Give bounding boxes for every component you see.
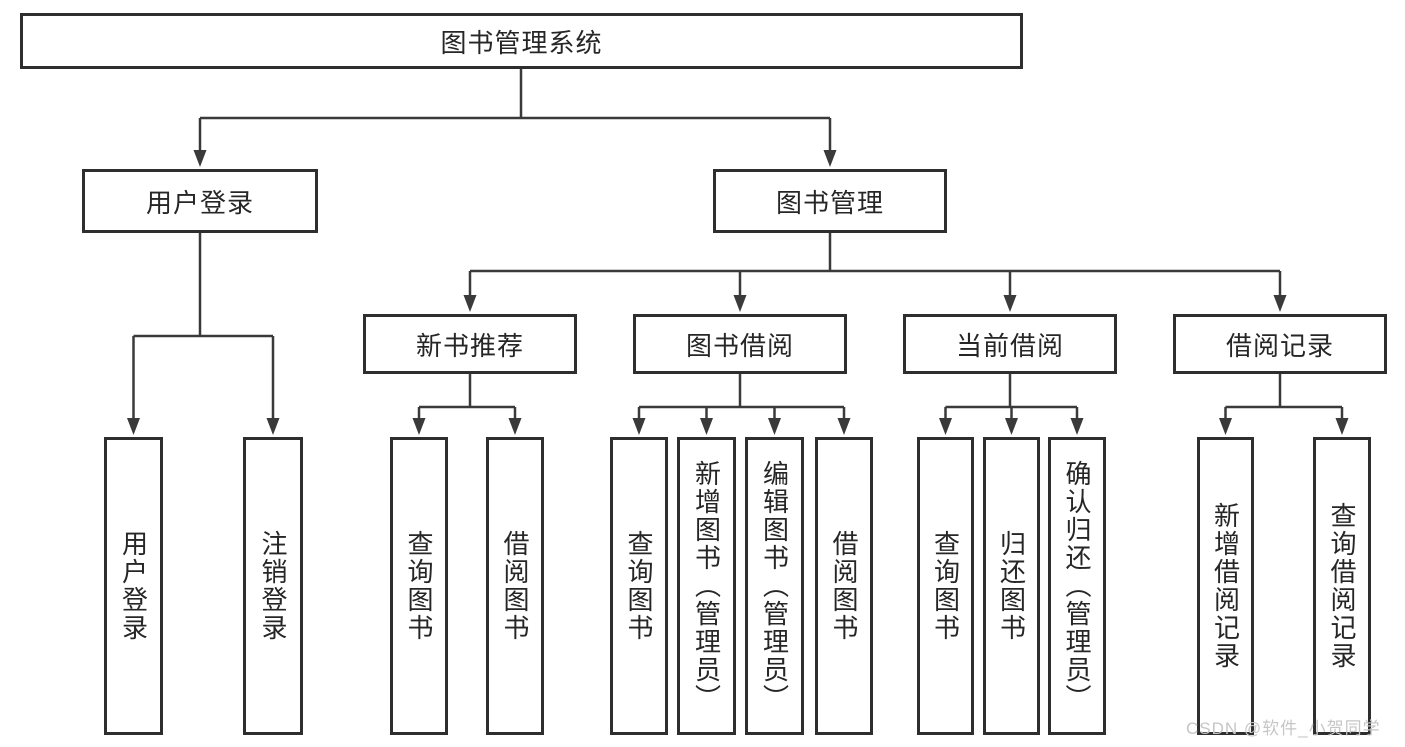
node-label: 新书推荐 [415, 330, 524, 361]
node-book-borrowing: 图书借阅 [633, 314, 847, 374]
node-label: 归还图书 [996, 530, 1027, 642]
arrowhead [463, 295, 477, 312]
connector-new-book-children [412, 374, 522, 435]
arrowhead [700, 418, 713, 435]
connector-book-borrow-children [632, 374, 851, 435]
arrowhead [733, 295, 747, 312]
node-label: 查询图书 [404, 530, 434, 642]
node-label: 图书管理系统 [440, 27, 603, 58]
arrowhead [193, 150, 207, 167]
node-root-system: 图书管理系统 [20, 13, 1023, 69]
connector-root-to-level2 [193, 69, 837, 167]
leaf-query-books-current: 查询图书 [917, 437, 974, 735]
connector-current-borrow-children [939, 374, 1084, 435]
node-label: 注销登录 [258, 530, 288, 642]
connector-line [944, 374, 1079, 420]
leaf-query-books-borrow: 查询图书 [610, 437, 668, 735]
node-user-login: 用户登录 [82, 169, 318, 233]
arrowhead [266, 418, 280, 435]
node-new-book-recommendation: 新书推荐 [363, 314, 577, 374]
arrowhead [1003, 295, 1017, 312]
leaf-add-book-admin: 新增图书（管理员） [677, 437, 736, 735]
node-label: 新增图书（管理员） [691, 460, 722, 712]
connector-line [198, 69, 832, 152]
node-book-management: 图书管理 [713, 169, 947, 233]
node-label: 借阅图书 [829, 530, 859, 642]
node-label: 确认归还（管理员） [1062, 460, 1092, 712]
node-label: 用户登录 [118, 530, 149, 642]
node-label: 查询图书 [930, 530, 961, 642]
node-label: 借阅记录 [1225, 330, 1334, 361]
arrowhead [1273, 295, 1287, 312]
node-label: 新增借阅记录 [1210, 502, 1241, 670]
arrowhead [1070, 418, 1084, 435]
node-borrowing-records: 借阅记录 [1173, 314, 1387, 374]
leaf-user-login: 用户登录 [104, 437, 163, 735]
arrowhead [823, 150, 837, 167]
node-label: 用户登录 [145, 187, 254, 218]
csdn-watermark: CSDN @软件_小贺同学 [1186, 719, 1381, 738]
arrowhead [768, 418, 781, 435]
arrowhead [837, 418, 851, 435]
connector-line [637, 374, 846, 420]
leaf-query-borrow-record: 查询借阅记录 [1313, 437, 1371, 735]
connector-line [132, 233, 275, 420]
arrowhead [1219, 418, 1232, 435]
leaf-query-books-recommend: 查询图书 [390, 437, 448, 735]
connector-book-management-children [463, 233, 1287, 312]
leaf-confirm-return-admin: 确认归还（管理员） [1048, 437, 1106, 735]
arrowhead [939, 418, 952, 435]
connector-line [417, 374, 517, 420]
leaf-add-borrow-record: 新增借阅记录 [1197, 437, 1254, 735]
leaf-borrow-books-recommend: 借阅图书 [486, 437, 544, 735]
connector-line [1224, 374, 1344, 420]
connector-line [468, 233, 1282, 297]
node-label: 查询借阅记录 [1327, 502, 1357, 670]
leaf-return-books: 归还图书 [983, 437, 1040, 735]
node-label: 编辑图书（管理员） [759, 460, 790, 712]
arrowhead [632, 418, 646, 435]
node-current-borrowing: 当前借阅 [903, 314, 1117, 374]
arrowhead [508, 418, 522, 435]
arrowhead [127, 418, 140, 435]
leaf-borrow-books: 借阅图书 [815, 437, 873, 735]
connector-user-login-children [127, 233, 280, 435]
leaf-logout: 注销登录 [243, 437, 303, 735]
leaf-edit-book-admin: 编辑图书（管理员） [745, 437, 804, 735]
arrowhead [1005, 418, 1018, 435]
connector-borrow-record-children [1219, 374, 1349, 435]
node-label: 借阅图书 [500, 530, 530, 642]
node-label: 查询图书 [624, 530, 654, 642]
node-label: 图书管理 [775, 187, 884, 218]
node-label: 当前借阅 [955, 330, 1064, 361]
arrowhead [412, 418, 426, 435]
node-label: 图书借阅 [685, 330, 794, 361]
arrowhead [1335, 418, 1349, 435]
